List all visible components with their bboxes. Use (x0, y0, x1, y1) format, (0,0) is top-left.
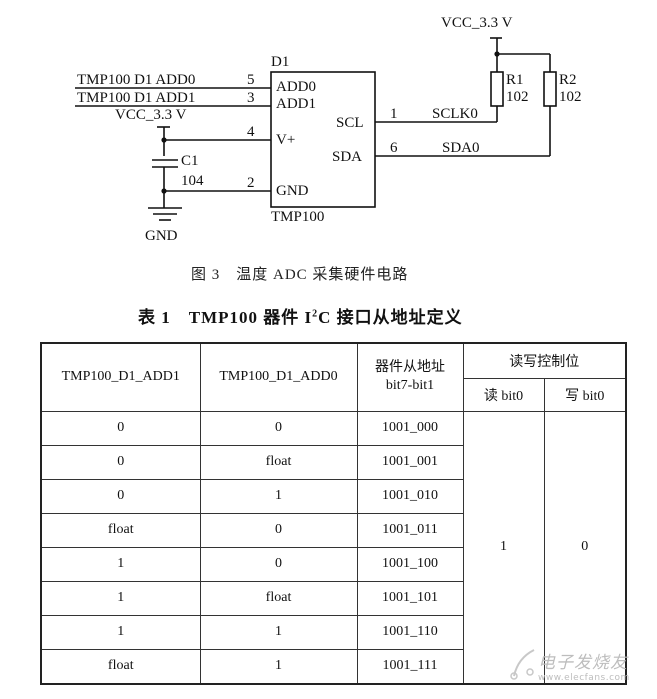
header-read-bit: 读 bit0 (462, 377, 545, 412)
cell-address: 1001_010 (356, 478, 464, 514)
ic-designator: D1 (271, 54, 290, 70)
watermark: 电子发烧友 www.elecfans.com (510, 648, 630, 683)
c1-designator: C1 (181, 153, 199, 169)
header-write-bit: 写 bit0 (543, 377, 627, 412)
table-title-superscript: 2 (312, 308, 319, 320)
ic-part-label: TMP100 (271, 209, 325, 225)
cell-add0: float (199, 580, 358, 616)
cell-add1: float (40, 648, 201, 684)
table-row: float 1 1001_111 (40, 648, 626, 684)
watermark-url-text: www.elecfans.com (538, 673, 630, 683)
r2-designator: R2 (559, 72, 577, 88)
table-title: 表 1 TMP100 器件 I2C 接口从地址定义 (138, 303, 463, 328)
table-row: 1 1 1001_110 (40, 614, 626, 650)
cell-add1: 0 (40, 478, 201, 514)
header-slave-address-line1: 器件从地址 (375, 360, 445, 376)
cell-add0: float (199, 444, 358, 480)
pin-name-scl: SCL (336, 115, 364, 131)
pin-number-vplus: 4 (247, 124, 255, 140)
cell-add0: 1 (199, 478, 358, 514)
header-slave-address-line2: bit7-bit1 (385, 378, 435, 394)
circuit-schematic (75, 37, 557, 221)
junction-dot (494, 51, 500, 57)
cell-add1: 0 (40, 410, 201, 446)
table-row: 0 float 1001_001 (40, 444, 626, 480)
table-title-suffix: C 接口从地址定义 (318, 308, 463, 327)
cell-add1: 0 (40, 444, 201, 480)
pin-number-scl: 1 (390, 106, 398, 122)
watermark-logo-icon (510, 649, 535, 680)
cell-add1: 1 (40, 580, 201, 616)
table-row: float 0 1001_011 (40, 512, 626, 548)
cell-address: 1001_000 (356, 410, 464, 446)
table-row: 0 1 1001_010 (40, 478, 626, 514)
junction-dot (161, 137, 167, 143)
pin-number-add0: 5 (247, 72, 255, 88)
cell-address: 1001_101 (356, 580, 464, 616)
header-slave-address: 器件从地址 bit7-bit1 (356, 342, 464, 412)
net-label-add1: TMP100 D1 ADD1 (77, 90, 196, 106)
table-row: 1 float 1001_101 (40, 580, 626, 616)
pin-number-sda: 6 (390, 140, 398, 156)
address-table: TMP100_D1_ADD1 TMP100_D1_ADD0 器件从地址 bit7… (40, 342, 627, 685)
table-header-row: TMP100_D1_ADD1 TMP100_D1_ADD0 器件从地址 bit7… (40, 342, 627, 412)
cell-address: 1001_100 (356, 546, 464, 582)
pin-name-sda: SDA (332, 149, 363, 165)
header-add0: TMP100_D1_ADD0 (199, 342, 358, 412)
vcc-label-left: VCC_3.3 V (115, 107, 187, 123)
cell-address: 1001_110 (356, 614, 464, 650)
cell-add0: 0 (199, 410, 358, 446)
cell-write-bit: 0 (543, 410, 627, 684)
junction-dot (161, 188, 167, 194)
pin-name-add1: ADD1 (276, 96, 316, 112)
table-subheader-row: 读 bit0 写 bit0 (41, 377, 627, 412)
net-label-sda: SDA0 (442, 140, 480, 156)
vcc-label-right: VCC_3.3 V (441, 15, 513, 31)
header-rw-control: 读写控制位 (462, 342, 627, 379)
cell-read-bit: 1 (462, 410, 545, 684)
cell-add1: 1 (40, 614, 201, 650)
figure-caption: 图 3 温度 ADC 采集硬件电路 (191, 267, 409, 283)
table-title-prefix: 表 1 TMP100 器件 I (138, 308, 313, 327)
r2-value: 102 (559, 89, 582, 105)
pin-name-gnd: GND (276, 183, 309, 199)
header-add1: TMP100_D1_ADD1 (40, 342, 201, 412)
r1-value: 102 (506, 89, 529, 105)
c1-value: 104 (181, 173, 204, 189)
net-label-add0: TMP100 D1 ADD0 (77, 72, 196, 88)
cell-add0: 0 (199, 546, 358, 582)
table-row: 0 0 1001_000 1 0 (40, 410, 627, 684)
cell-add0: 1 (199, 648, 358, 684)
pin-number-add1: 3 (247, 90, 255, 106)
r1-designator: R1 (506, 72, 524, 88)
pin-name-add0: ADD0 (276, 79, 316, 95)
cell-address: 1001_111 (356, 648, 464, 684)
cell-add0: 1 (199, 614, 358, 650)
cell-address: 1001_011 (356, 512, 464, 548)
cell-add1: 1 (40, 546, 201, 582)
pin-number-gnd: 2 (247, 175, 255, 191)
cell-address: 1001_001 (356, 444, 464, 480)
cell-add0: 0 (199, 512, 358, 548)
cell-add1: float (40, 512, 201, 548)
gnd-label: GND (145, 228, 178, 244)
pin-name-vplus: V+ (276, 132, 296, 148)
net-label-sclk: SCLK0 (432, 106, 478, 122)
watermark-main-text: 电子发烧友 (538, 653, 628, 673)
